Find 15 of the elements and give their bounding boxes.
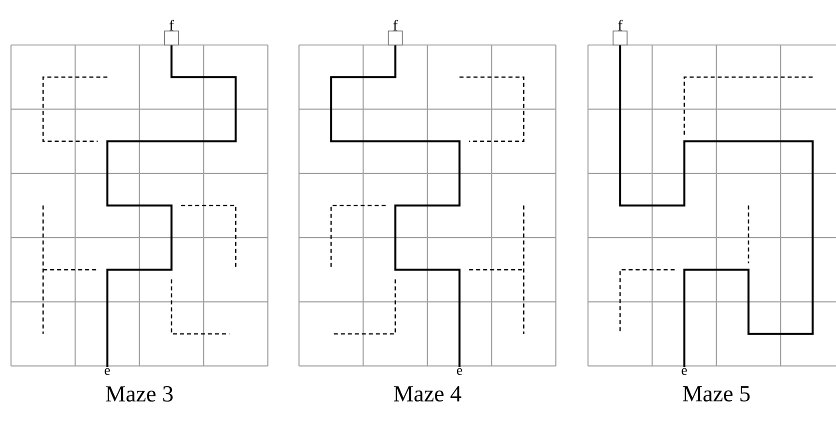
exit-box: f [612, 20, 628, 46]
solution-path [106, 45, 237, 367]
node-label: f [169, 20, 174, 30]
maze-title: Maze 3 [106, 386, 173, 402]
maze-title: Maze 4 [394, 386, 462, 402]
entrance-label: e [104, 368, 110, 375]
exit-box: f [164, 20, 179, 46]
solution-path [330, 45, 460, 367]
node-label: f [393, 20, 398, 30]
maze-title: Maze 5 [682, 386, 750, 402]
entrance-label: e [682, 368, 687, 375]
exit-box: f [388, 20, 403, 46]
entrance-label: e [456, 368, 462, 375]
node-label: f [618, 20, 623, 30]
solution-path [619, 45, 814, 367]
